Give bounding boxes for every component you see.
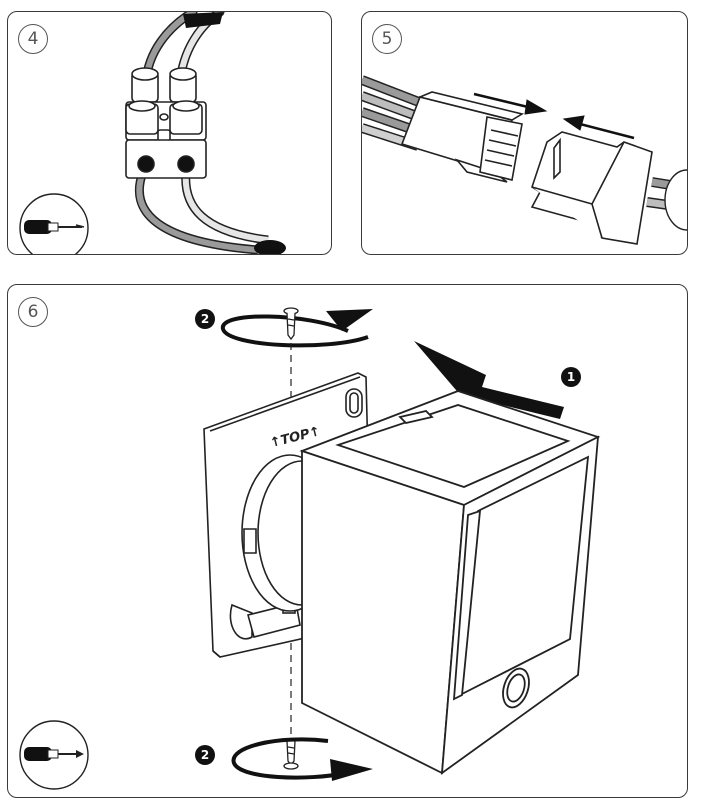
direction-arrow-icon: [414, 341, 564, 419]
callout-screw-top: 2: [195, 309, 215, 329]
cable-bundle-left: [362, 75, 426, 151]
screwdriver-icon: [18, 192, 90, 254]
connector-illustration: [362, 75, 687, 245]
rotate-arrow-icon: [221, 309, 373, 348]
screwdriver-icon: [18, 719, 90, 795]
step-number-6: 6: [18, 297, 48, 327]
terminal-block-icon: [125, 67, 207, 179]
direction-arrow-icon: [473, 92, 635, 140]
connector-socket: [530, 131, 653, 245]
step-6-panel: 6 ↑TOP↑: [7, 284, 688, 798]
step-5-panel: 5: [361, 11, 688, 255]
callout-screw-bottom: 2: [195, 745, 215, 765]
cover-box: [299, 390, 601, 775]
step-number-5: 5: [372, 24, 402, 54]
connector-plug-icon: [400, 91, 525, 183]
step-number-4: 4: [18, 24, 48, 54]
rotate-arrow-icon: [231, 737, 373, 781]
step-4-panel: 4: [7, 11, 332, 255]
mounting-illustration: ↑TOP↑: [203, 307, 601, 781]
screw-icon: [283, 740, 299, 770]
screw-icon: [283, 307, 299, 341]
terminal-block-illustration: [125, 12, 286, 254]
callout-slide: 1: [561, 367, 581, 387]
